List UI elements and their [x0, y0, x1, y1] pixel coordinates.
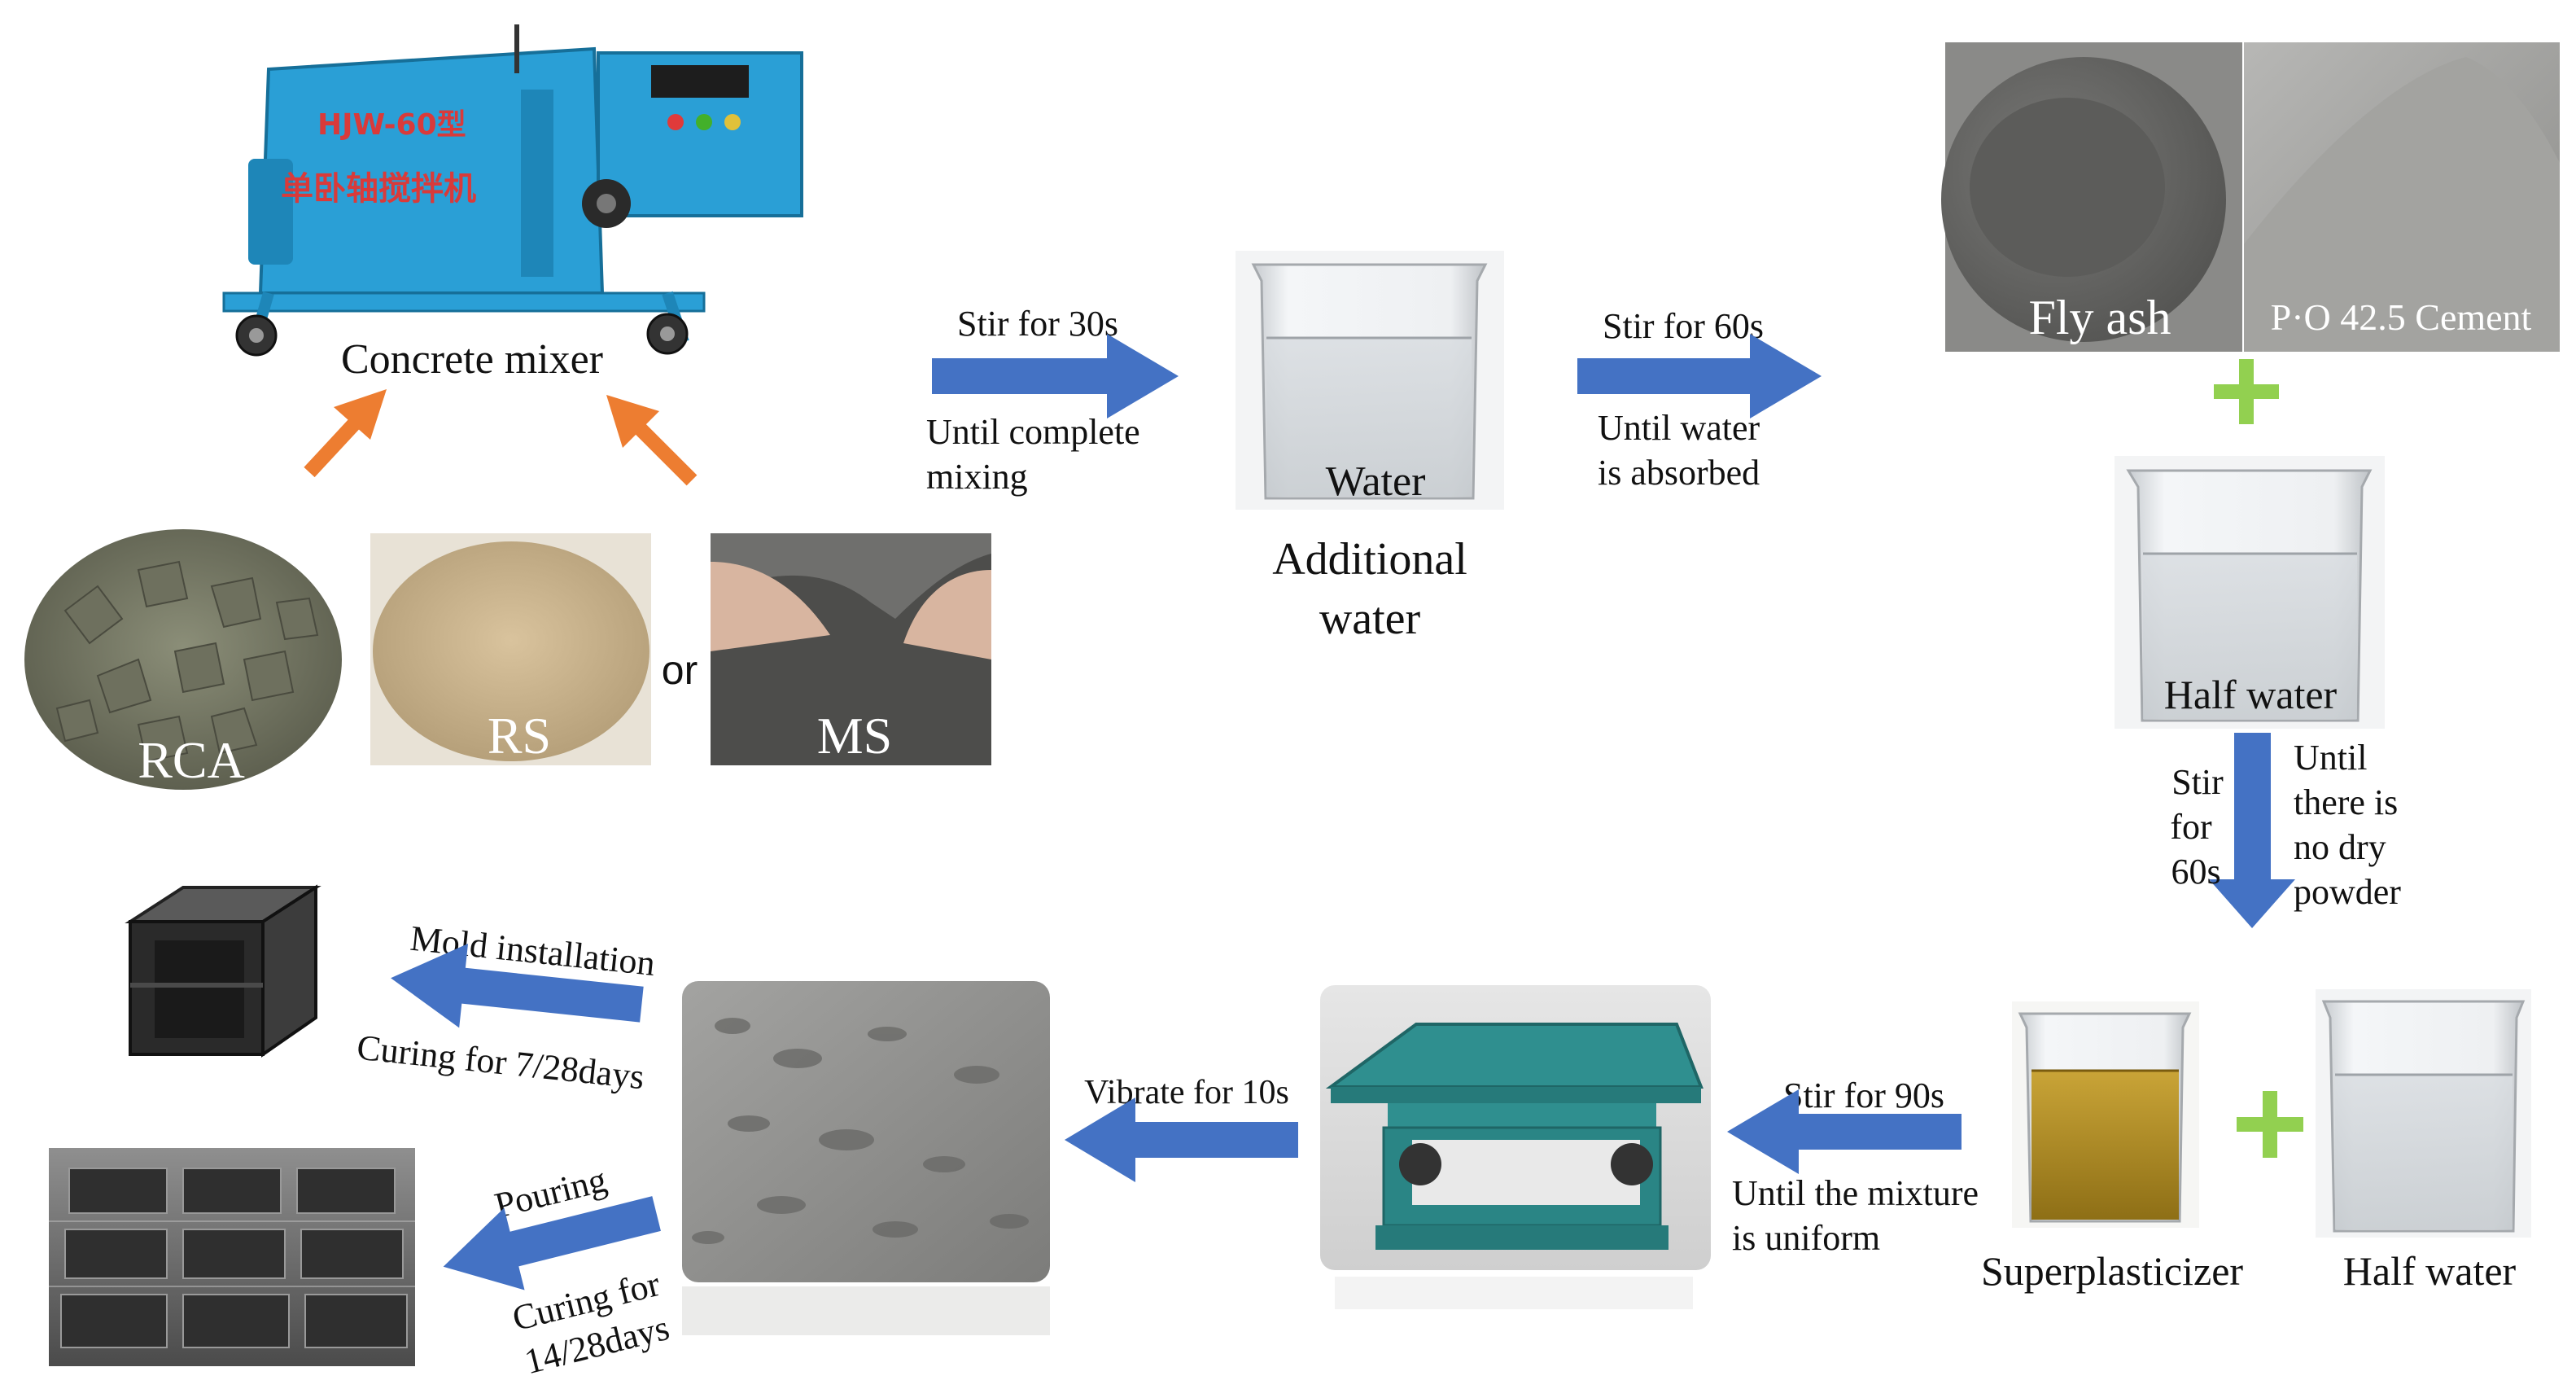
- half-water-bottom-label: Half water: [2343, 1248, 2517, 1294]
- concrete-mixer-label: Concrete mixer: [341, 336, 603, 383]
- plus-icon: [2214, 359, 2279, 424]
- step3-note-line4: powder: [2294, 872, 2401, 912]
- arrow-left-icon: [1727, 1089, 1962, 1174]
- step3-note-line1: Until: [2294, 738, 2367, 778]
- rs-image: RS: [370, 533, 651, 765]
- ms-label: MS: [817, 707, 893, 765]
- fly-ash-label: Fly ash: [2028, 291, 2171, 344]
- rs-label: RS: [488, 707, 551, 765]
- or-label: or: [662, 647, 698, 693]
- step3-note-line3: no dry: [2294, 827, 2386, 867]
- step3-stir-line2: for: [2170, 807, 2212, 847]
- arrow-right-icon: [932, 334, 1179, 418]
- mixer-body-text: 单卧轴搅拌机: [281, 170, 476, 208]
- step4-note-line2: is uniform: [1732, 1218, 1880, 1258]
- vibrating-table-image: [1320, 985, 1711, 1309]
- arrow-left-icon: [443, 1196, 661, 1290]
- step3-note-line2: there is: [2294, 782, 2398, 822]
- water-image-label: Water: [1326, 458, 1426, 505]
- step2-note-line2: is absorbed: [1598, 453, 1760, 493]
- arrow-right-icon: [1577, 334, 1822, 418]
- ms-image: MS: [711, 533, 991, 765]
- half-water-top-label: Half water: [2164, 672, 2338, 717]
- mixer-model-text: HJW-60型: [317, 108, 466, 142]
- cement-label: P·O 42.5 Cement: [2271, 296, 2532, 338]
- step1-note-line2: mixing: [926, 457, 1028, 497]
- step4-note-line1: Until the mixture: [1732, 1173, 1979, 1213]
- arrow-down-icon: [2209, 733, 2295, 928]
- plus-icon: [2237, 1091, 2303, 1158]
- cement-image: P·O 42.5 Cement: [2244, 42, 2560, 352]
- step1-arrow-label: Stir for 30s: [957, 304, 1118, 344]
- step4-arrow-label: Stir for 90s: [1783, 1076, 1944, 1115]
- concrete-mixer-image: HJW-60型 单卧轴搅拌机: [222, 24, 803, 357]
- arrow-up-right-icon: [304, 389, 387, 478]
- step3-stir-line1: Stir: [2171, 762, 2224, 802]
- step2-note-line1: Until water: [1598, 408, 1760, 448]
- rca-label: RCA: [138, 731, 245, 789]
- superplasticizer-label: Superplasticizer: [1981, 1248, 2243, 1294]
- water-caption-line2: water: [1319, 594, 1421, 644]
- step1-note-line1: Until complete: [926, 412, 1140, 452]
- arrow-left-icon: [391, 943, 644, 1028]
- mold-cube-icon: [125, 884, 321, 1058]
- water-beaker-image: Water: [1236, 251, 1504, 510]
- step5-arrow-label: Vibrate for 10s: [1084, 1074, 1289, 1111]
- arrow-left-icon: [1065, 1098, 1298, 1182]
- half-water-top-image: Half water: [2115, 456, 2385, 729]
- water-caption-line1: Additional: [1272, 534, 1467, 585]
- curing-molds-image: [49, 1148, 415, 1366]
- step2-arrow-label: Stir for 60s: [1603, 306, 1764, 346]
- fresh-concrete-image: [682, 981, 1050, 1335]
- arrow-up-left-icon: [606, 395, 698, 486]
- superplasticizer-image: [2012, 1001, 2199, 1228]
- step3-stir-line3: 60s: [2171, 852, 2220, 892]
- step6-note: Curing for 7/28days: [355, 1028, 646, 1098]
- half-water-bottom-image: [2316, 989, 2531, 1238]
- rca-image: RCA: [16, 503, 350, 790]
- fly-ash-image: Fly ash: [1941, 42, 2242, 352]
